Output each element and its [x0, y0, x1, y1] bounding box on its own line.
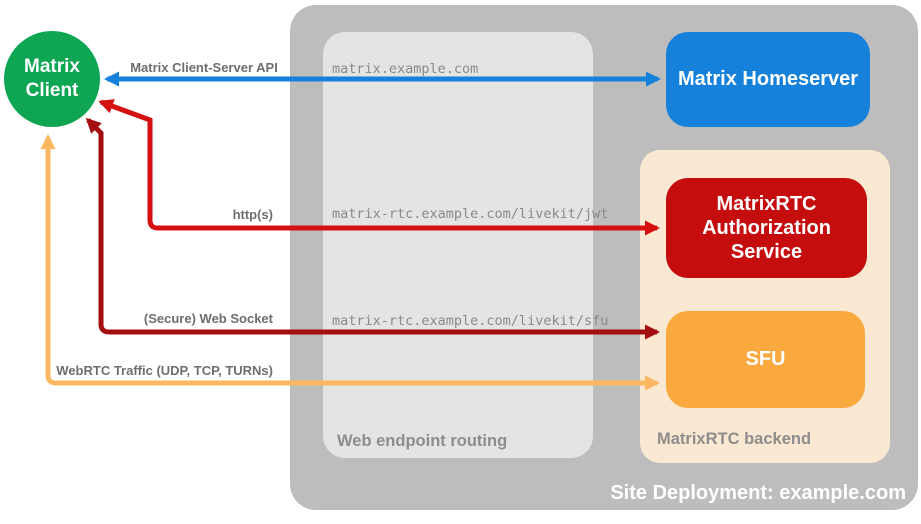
web-endpoint-routing-caption: Web endpoint routing [337, 432, 508, 450]
matrix-homeserver-label: Matrix Homeserver [677, 68, 859, 90]
matrixrtc-backend-caption: MatrixRTC backend [657, 430, 812, 448]
web-socket-edge-label: (Secure) Web Socket [143, 311, 273, 326]
https-edge-label: http(s) [232, 207, 273, 222]
matrixrtc-auth-service-node: MatrixRTC Authorization Service [666, 178, 867, 278]
endpoint-url-livekit-sfu: matrix-rtc.example.com/livekit/sfu [332, 313, 609, 329]
matrix-client-node: Matrix Client [4, 31, 100, 127]
endpoint-url-livekit-jwt: matrix-rtc.example.com/livekit/jwt [332, 206, 609, 222]
web-endpoint-routing-container [323, 32, 593, 458]
matrixrtc-auth-service-label: MatrixRTC Authorization Service [702, 193, 831, 263]
sfu-node: SFU [666, 311, 865, 408]
matrix-client-label: Matrix Client [24, 56, 80, 101]
webrtc-traffic-edge-label: WebRTC Traffic (UDP, TCP, TURNs) [56, 363, 273, 378]
endpoint-url-homeserver: matrix.example.com [332, 61, 479, 77]
matrix-homeserver-node: Matrix Homeserver [666, 32, 870, 127]
sfu-label: SFU [745, 348, 786, 370]
site-deployment-caption: Site Deployment: example.com [610, 482, 906, 504]
client-server-api-edge-label: Matrix Client-Server API [130, 60, 278, 75]
